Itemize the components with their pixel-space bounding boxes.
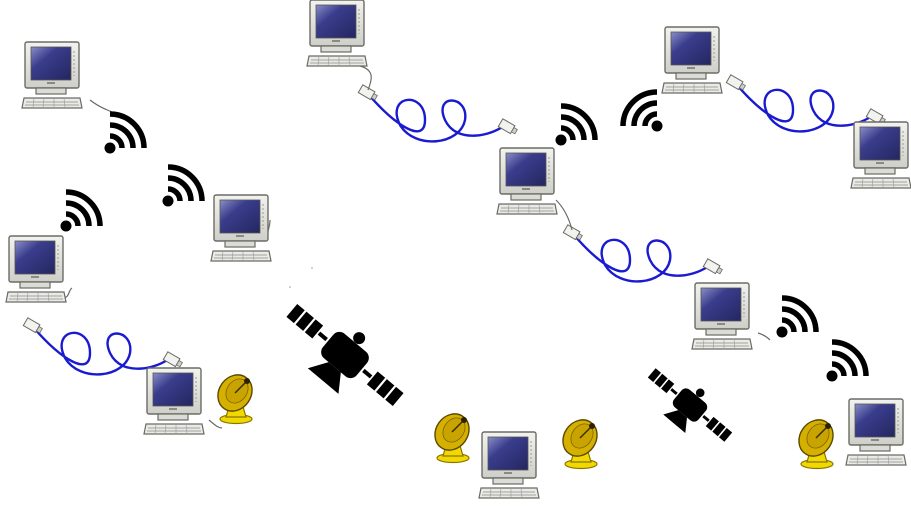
wifi-signal-icon (105, 114, 145, 154)
satellite-dish-icon (428, 407, 476, 462)
computer-icon (662, 27, 722, 93)
computer-icon (692, 283, 752, 349)
network-cable-icon (23, 318, 183, 375)
computer-icon (497, 148, 557, 214)
wifi-signal-icon (777, 298, 817, 338)
computer-icon (846, 399, 906, 465)
computer-icon (144, 368, 204, 434)
satellite-dish-icon (211, 368, 259, 423)
wifi-signal-icon (163, 167, 203, 207)
stray-dot (311, 267, 313, 269)
stray-dot (289, 286, 291, 288)
network-cable-icon (358, 85, 518, 142)
computer-icon (307, 0, 367, 66)
computer-icon (6, 236, 66, 302)
wifi-signal-icon (623, 92, 663, 132)
satellite-dish-icon (792, 413, 840, 468)
wifi-signal-icon (827, 342, 867, 382)
computer-icon (22, 42, 82, 108)
computer-icon (851, 122, 911, 188)
network-cable-icon (563, 225, 723, 282)
wifi-signal-icon (61, 192, 101, 232)
satellite-dish-icon (556, 413, 604, 468)
computer-icon (211, 195, 271, 261)
satellite-icon (636, 357, 742, 456)
satellite-icon (270, 289, 417, 426)
wifi-signal-icon (556, 106, 596, 146)
computer-icon (479, 432, 539, 498)
